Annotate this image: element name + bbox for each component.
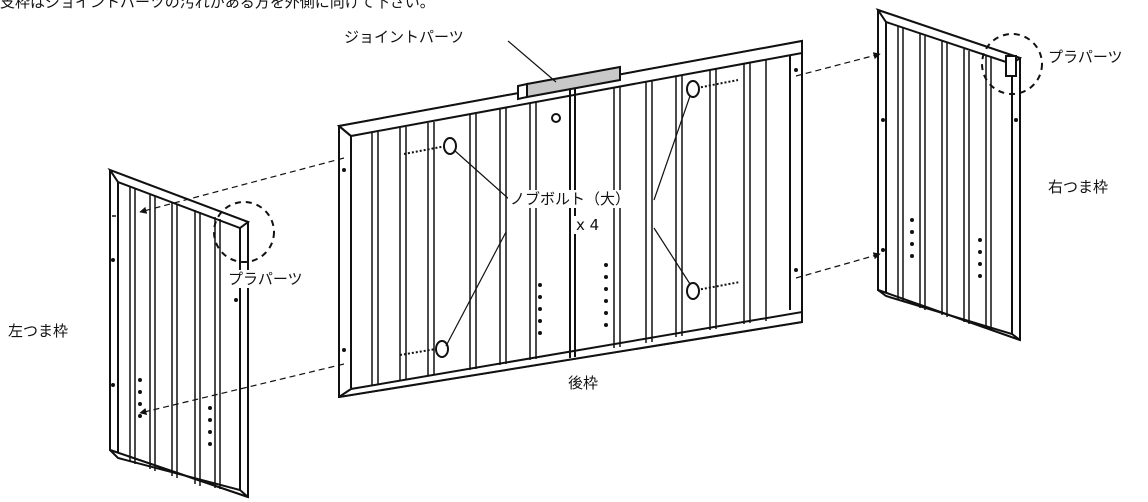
label-knob-bolt-qty: x 4 <box>574 216 602 234</box>
right-frame-holes <box>881 118 1018 278</box>
knob-bolts <box>399 79 741 358</box>
back-frame-holes <box>342 68 798 352</box>
left-frame-slats <box>112 186 221 489</box>
label-knob-bolt: ノブボルト（大） <box>508 190 633 208</box>
label-pla-parts-right: プラパーツ <box>1046 48 1125 66</box>
knob-bolt-leaders <box>445 40 691 347</box>
left-end-frame <box>107 167 251 499</box>
left-frame-holes <box>111 258 238 446</box>
joint-part <box>517 65 621 123</box>
label-back-frame: 後枠 <box>566 374 601 392</box>
instruction-text: 支枠はジョイントパーツの汚れがある方を外側に向けて下さい。 <box>0 0 435 11</box>
back-frame <box>336 39 803 399</box>
callout-circles <box>213 33 1043 263</box>
assembly-arrows <box>139 52 881 415</box>
right-end-frame <box>875 8 1023 342</box>
back-frame-slats <box>371 60 767 385</box>
right-frame-slats <box>897 26 992 330</box>
label-joint-parts: ジョイントパーツ <box>342 28 466 46</box>
label-left-frame: 左つま枠 <box>6 322 71 340</box>
label-pla-parts-left: プラパーツ <box>226 270 305 288</box>
label-right-frame: 右つま枠 <box>1046 178 1111 196</box>
